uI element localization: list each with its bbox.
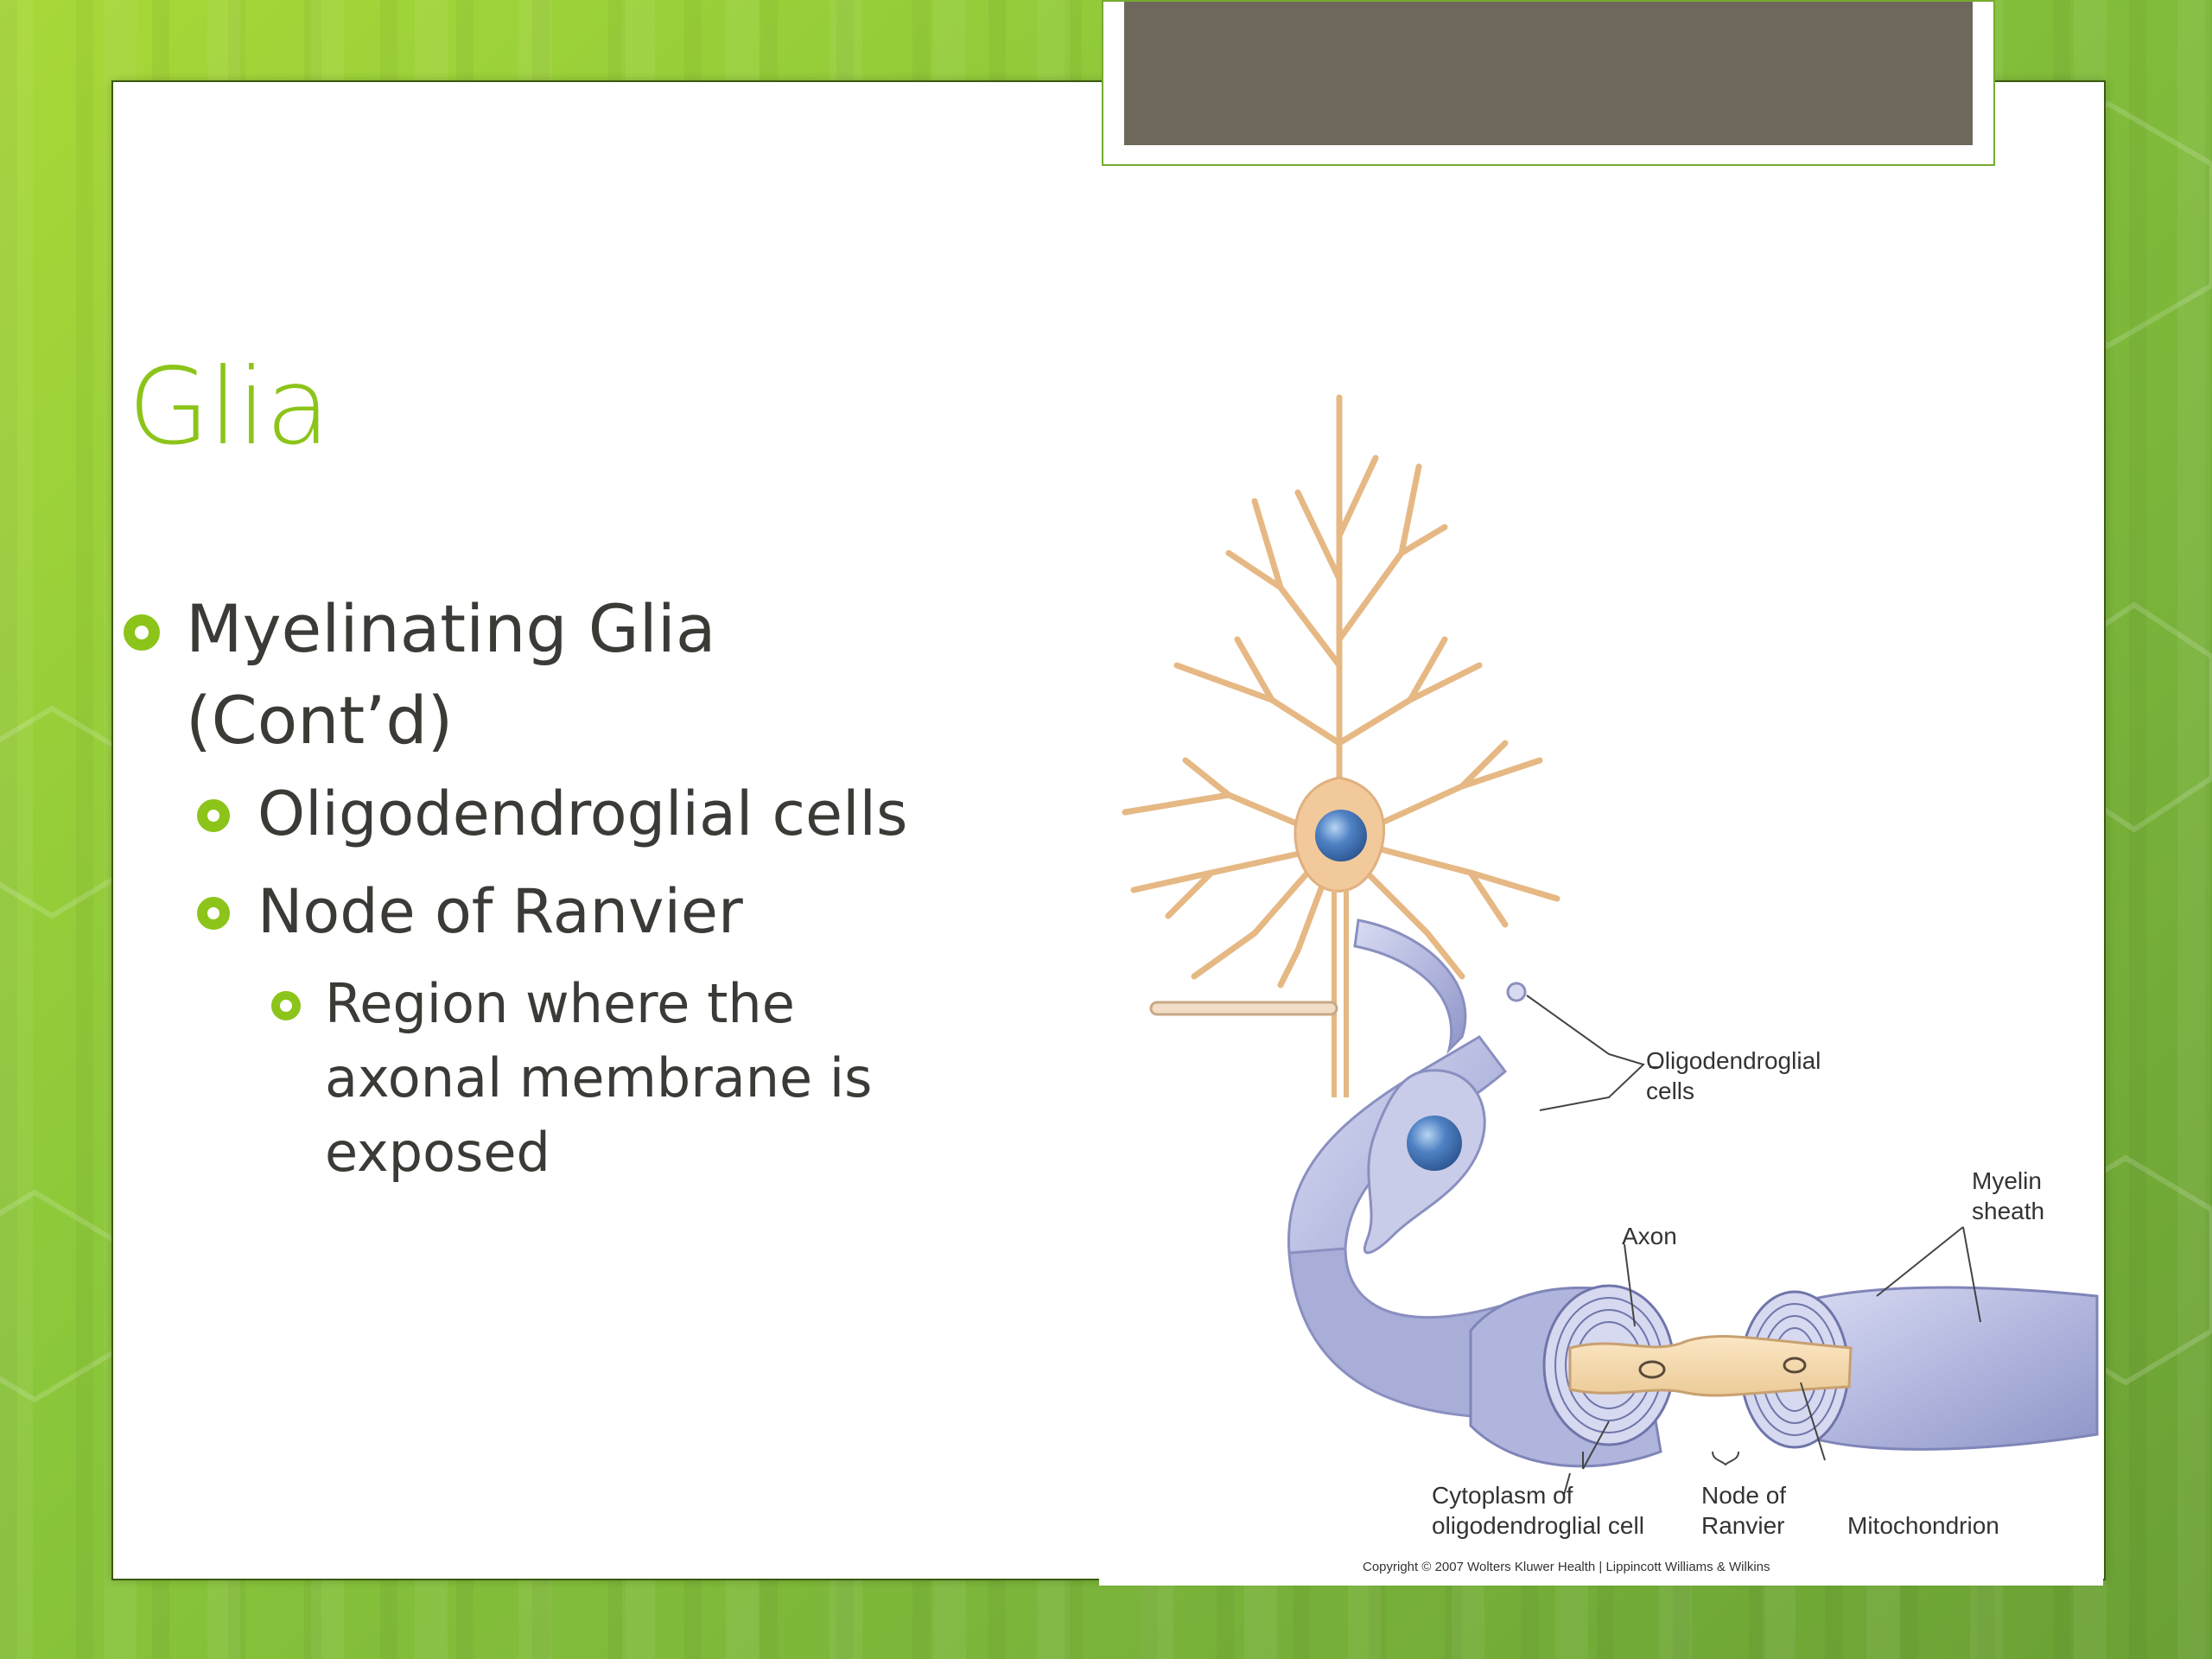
oligodendroglial-nucleus bbox=[1407, 1116, 1462, 1171]
exposed-axon-node bbox=[1568, 1335, 1853, 1397]
label-cytoplasm-2: oligodendroglial cell bbox=[1432, 1512, 1644, 1539]
bullet-ring-icon bbox=[197, 897, 230, 930]
axon-collateral bbox=[1149, 1001, 1338, 1016]
bullet-level2-node-of-ranvier: Node of Ranvier bbox=[197, 873, 1035, 950]
label-myelin-2: sheath bbox=[1972, 1198, 2044, 1224]
label-cytoplasm-1: Cytoplasm of bbox=[1432, 1482, 1573, 1509]
neuron-nucleus bbox=[1315, 810, 1367, 861]
oligodendrocyte-illustration: Oligodendroglial cells Myelin sheath Axo… bbox=[1122, 394, 2099, 1574]
myelin-segment-right bbox=[1789, 1286, 2099, 1451]
bullet-level2-oligodendroglial: Oligodendroglial cells bbox=[197, 775, 1035, 853]
neuron-dendrites bbox=[1122, 394, 1560, 988]
bullet-level1-text: Myelinating Glia (Cont’d) bbox=[186, 590, 716, 759]
label-mitochondrion: Mitochondrion bbox=[1847, 1512, 1999, 1539]
label-node-1: Node of bbox=[1701, 1482, 1786, 1509]
oligodendrocyte-diagram: Oligodendroglial cells Myelin sheath Axo… bbox=[1099, 380, 2103, 1586]
bullet-level3-region: Region where the axonal membrane is expo… bbox=[271, 967, 982, 1190]
label-node-2: Ranvier bbox=[1701, 1512, 1784, 1539]
bullet-level2-text: Node of Ranvier bbox=[257, 876, 743, 947]
mitochondrion-right bbox=[1783, 1357, 1807, 1374]
label-oligodendroglial-2: cells bbox=[1646, 1077, 1694, 1104]
slide-title: Glia bbox=[128, 346, 330, 468]
bullet-ring-icon bbox=[271, 991, 301, 1020]
figure-copyright: Copyright © 2007 Wolters Kluwer Health |… bbox=[1363, 1560, 1770, 1574]
bullet-ring-icon bbox=[197, 799, 230, 832]
bullet-ring-icon bbox=[124, 614, 160, 651]
small-process-bulb bbox=[1506, 982, 1527, 1002]
leader-lines bbox=[1526, 995, 1981, 1496]
bullet-level3-text: Region where the axonal membrane is expo… bbox=[325, 972, 873, 1184]
mitochondrion-left bbox=[1638, 1360, 1666, 1379]
label-oligodendroglial-1: Oligodendroglial bbox=[1646, 1047, 1821, 1074]
neuron-axon bbox=[1332, 890, 1349, 1097]
label-myelin-1: Myelin bbox=[1972, 1167, 2042, 1194]
myelin-sleeve-upper bbox=[1353, 918, 1467, 1054]
title-plaque-dark-band bbox=[1124, 2, 1973, 145]
title-plaque bbox=[1102, 0, 1995, 166]
bullet-level1: Myelinating Glia (Cont’d) bbox=[124, 583, 963, 766]
label-axon: Axon bbox=[1622, 1223, 1677, 1249]
bullet-level2-text: Oligodendroglial cells bbox=[257, 779, 908, 849]
